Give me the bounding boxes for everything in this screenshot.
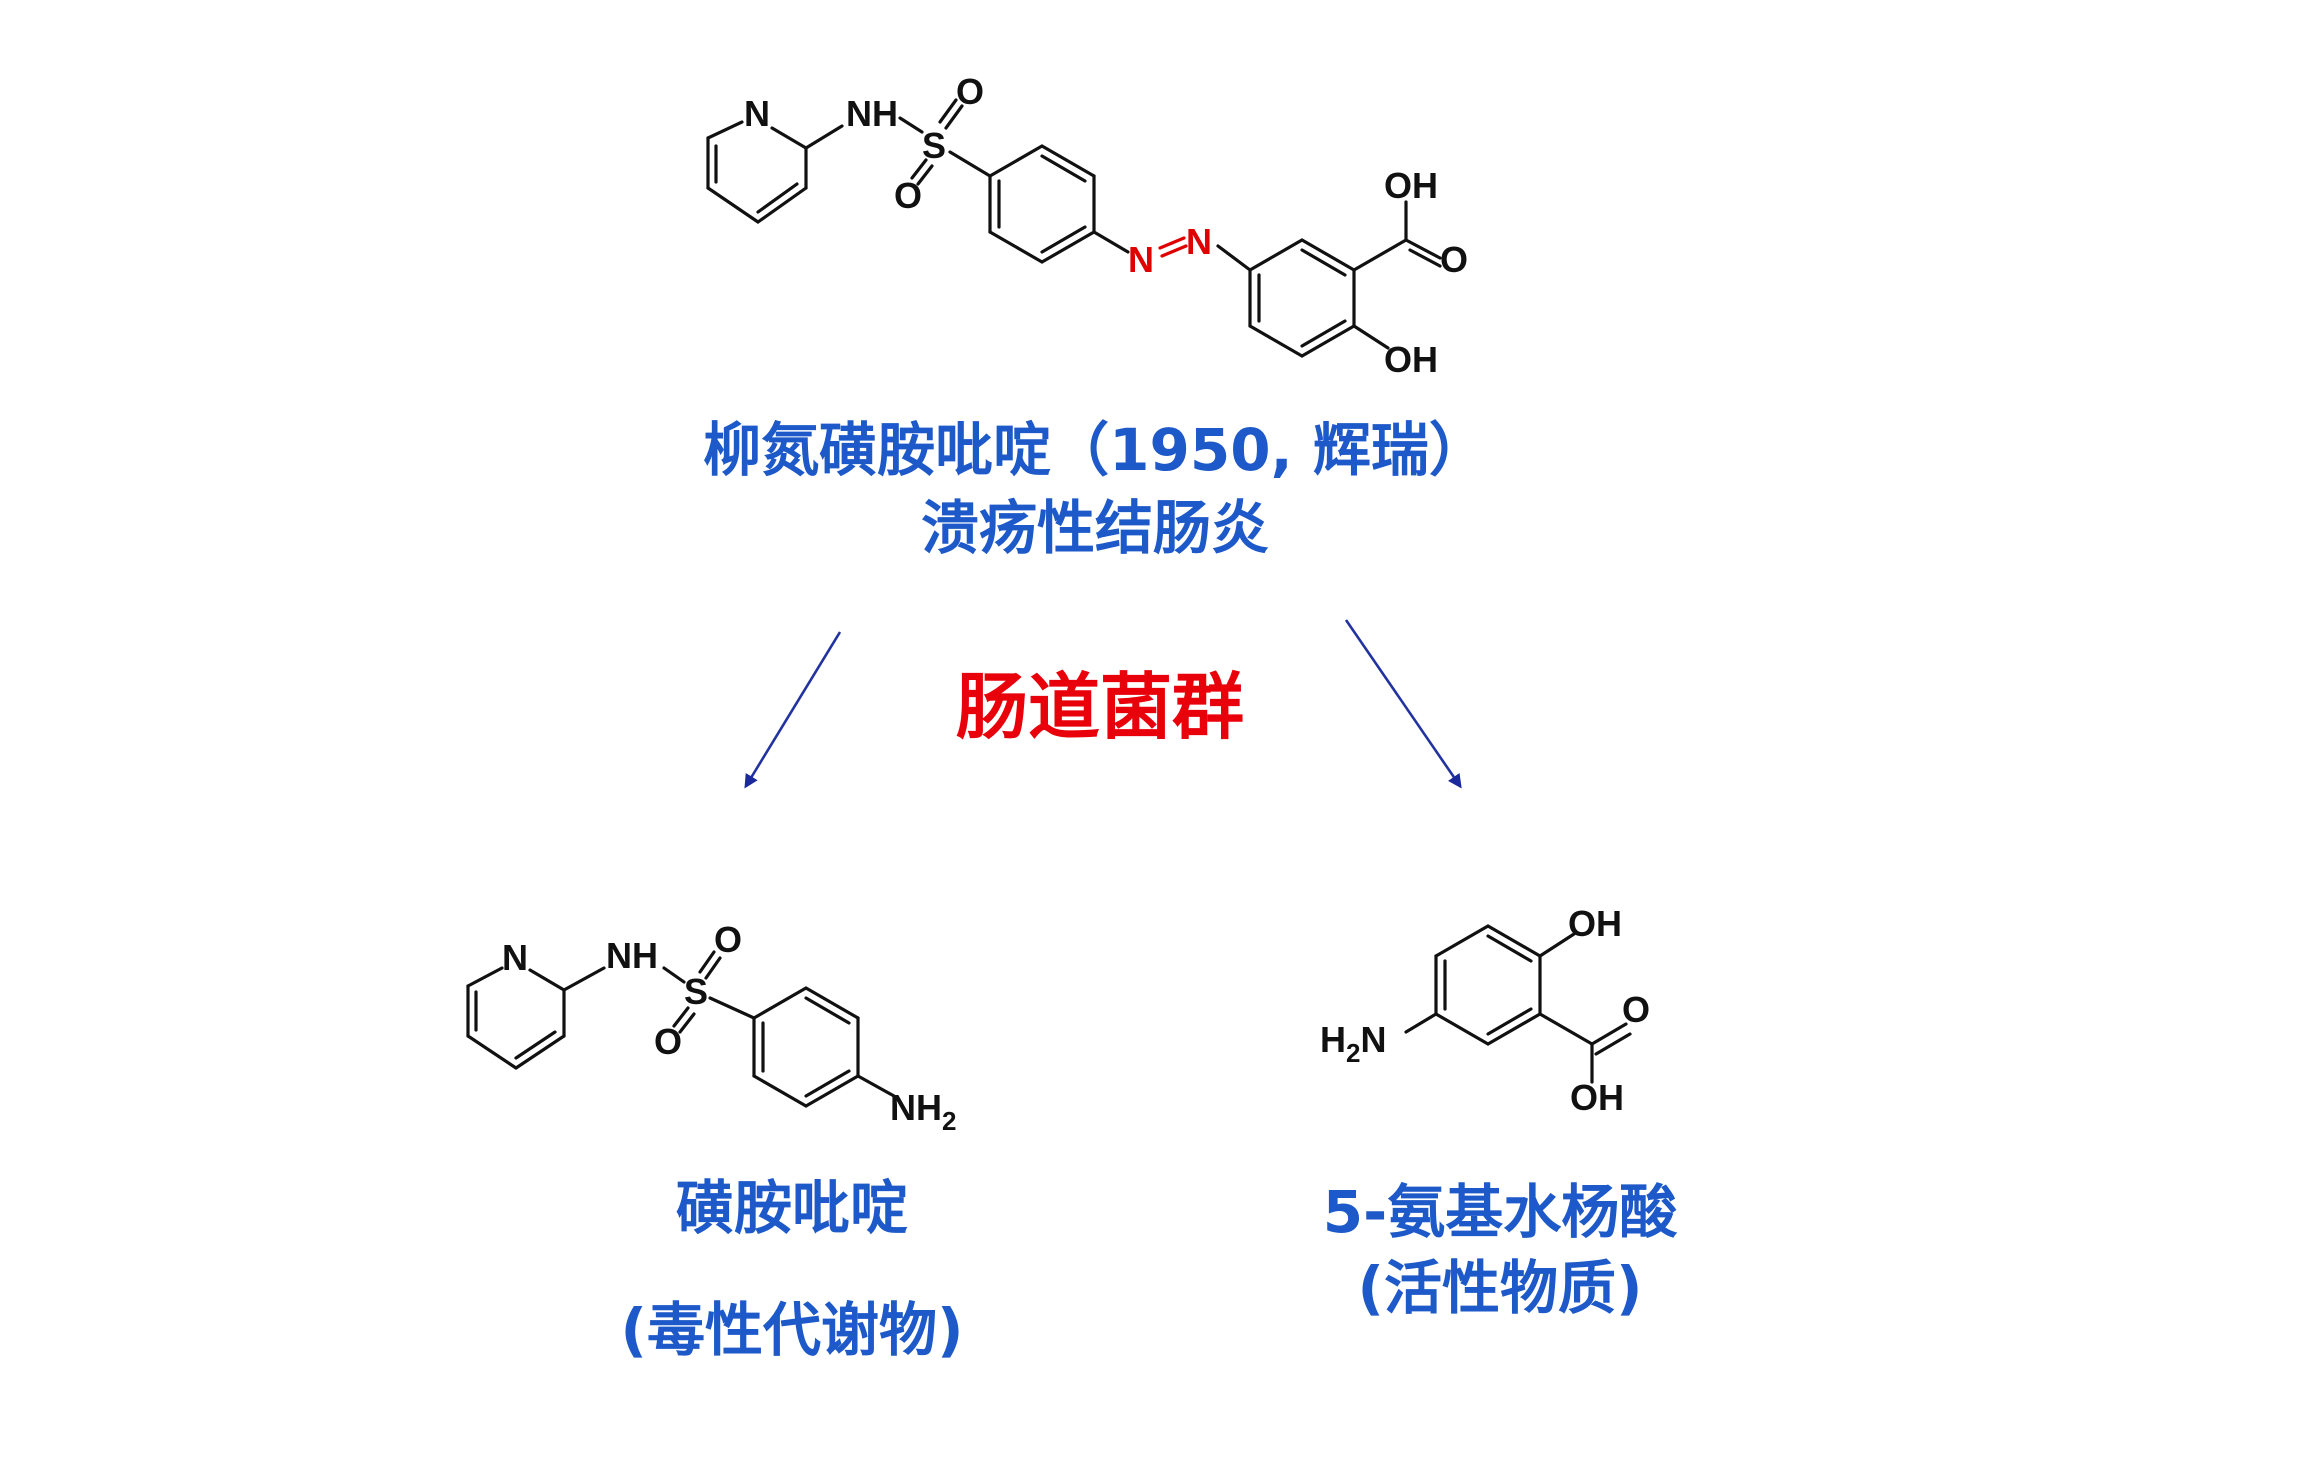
sulfapyridine-structure: N NH S O O NH2 <box>466 919 956 1136</box>
parent-salicylic-ring <box>1248 200 1442 358</box>
left-benzene-ring <box>752 986 896 1108</box>
parent-s: S <box>922 125 946 166</box>
left-pyridine-n: N <box>502 937 528 978</box>
parent-o-top: O <box>956 71 984 112</box>
right-benzene-ring <box>1404 924 1632 1084</box>
left-s: S <box>684 971 708 1012</box>
parent-cooh-o: O <box>1440 239 1468 280</box>
right-oh-acid: OH <box>1570 1077 1624 1118</box>
parent-phenol-oh: OH <box>1384 339 1438 380</box>
parent-indication: 溃疡性结肠炎 <box>921 494 1269 562</box>
parent-benzene-ring <box>988 144 1096 264</box>
left-product-name: 磺胺吡啶 <box>676 1174 908 1242</box>
left-product-note: (毒性代谢物) <box>620 1296 963 1364</box>
parent-azo-bonds <box>1092 230 1252 272</box>
parent-drug-name: 柳氮磺胺吡啶（1950, 辉瑞） <box>703 416 1487 484</box>
left-nh2: NH2 <box>890 1087 956 1136</box>
parent-pyridine-ring <box>706 120 844 224</box>
right-h2n: H2N <box>1320 1019 1386 1068</box>
sulfasalazine-structure: N NH S O O <box>706 71 1468 380</box>
left-pyridine-ring <box>466 966 606 1070</box>
left-sulfonyl-bonds <box>662 950 756 1034</box>
parent-azo-n1: N <box>1128 239 1154 280</box>
arrow-to-sulfapyridine <box>744 631 842 789</box>
gut-microbiota-label: 肠道菌群 <box>956 665 1244 749</box>
left-o-left: O <box>654 1021 682 1062</box>
left-o-top: O <box>714 919 742 960</box>
parent-sulfonyl-bonds <box>898 98 992 186</box>
right-oh-top: OH <box>1568 903 1622 944</box>
arrow-to-5-asa <box>1344 619 1462 789</box>
parent-o-left: O <box>894 175 922 216</box>
parent-pyridine-n: N <box>744 93 770 134</box>
parent-nh: NH <box>846 93 898 134</box>
right-product-note: (活性物质) <box>1357 1254 1642 1322</box>
right-product-name: 5-氨基水杨酸 <box>1323 1178 1678 1246</box>
parent-cooh-oh: OH <box>1384 165 1438 206</box>
left-nh: NH <box>606 935 658 976</box>
5-asa-structure: OH O OH H2N <box>1320 903 1650 1118</box>
parent-azo-n2: N <box>1186 221 1212 262</box>
right-o-carbonyl: O <box>1622 989 1650 1030</box>
